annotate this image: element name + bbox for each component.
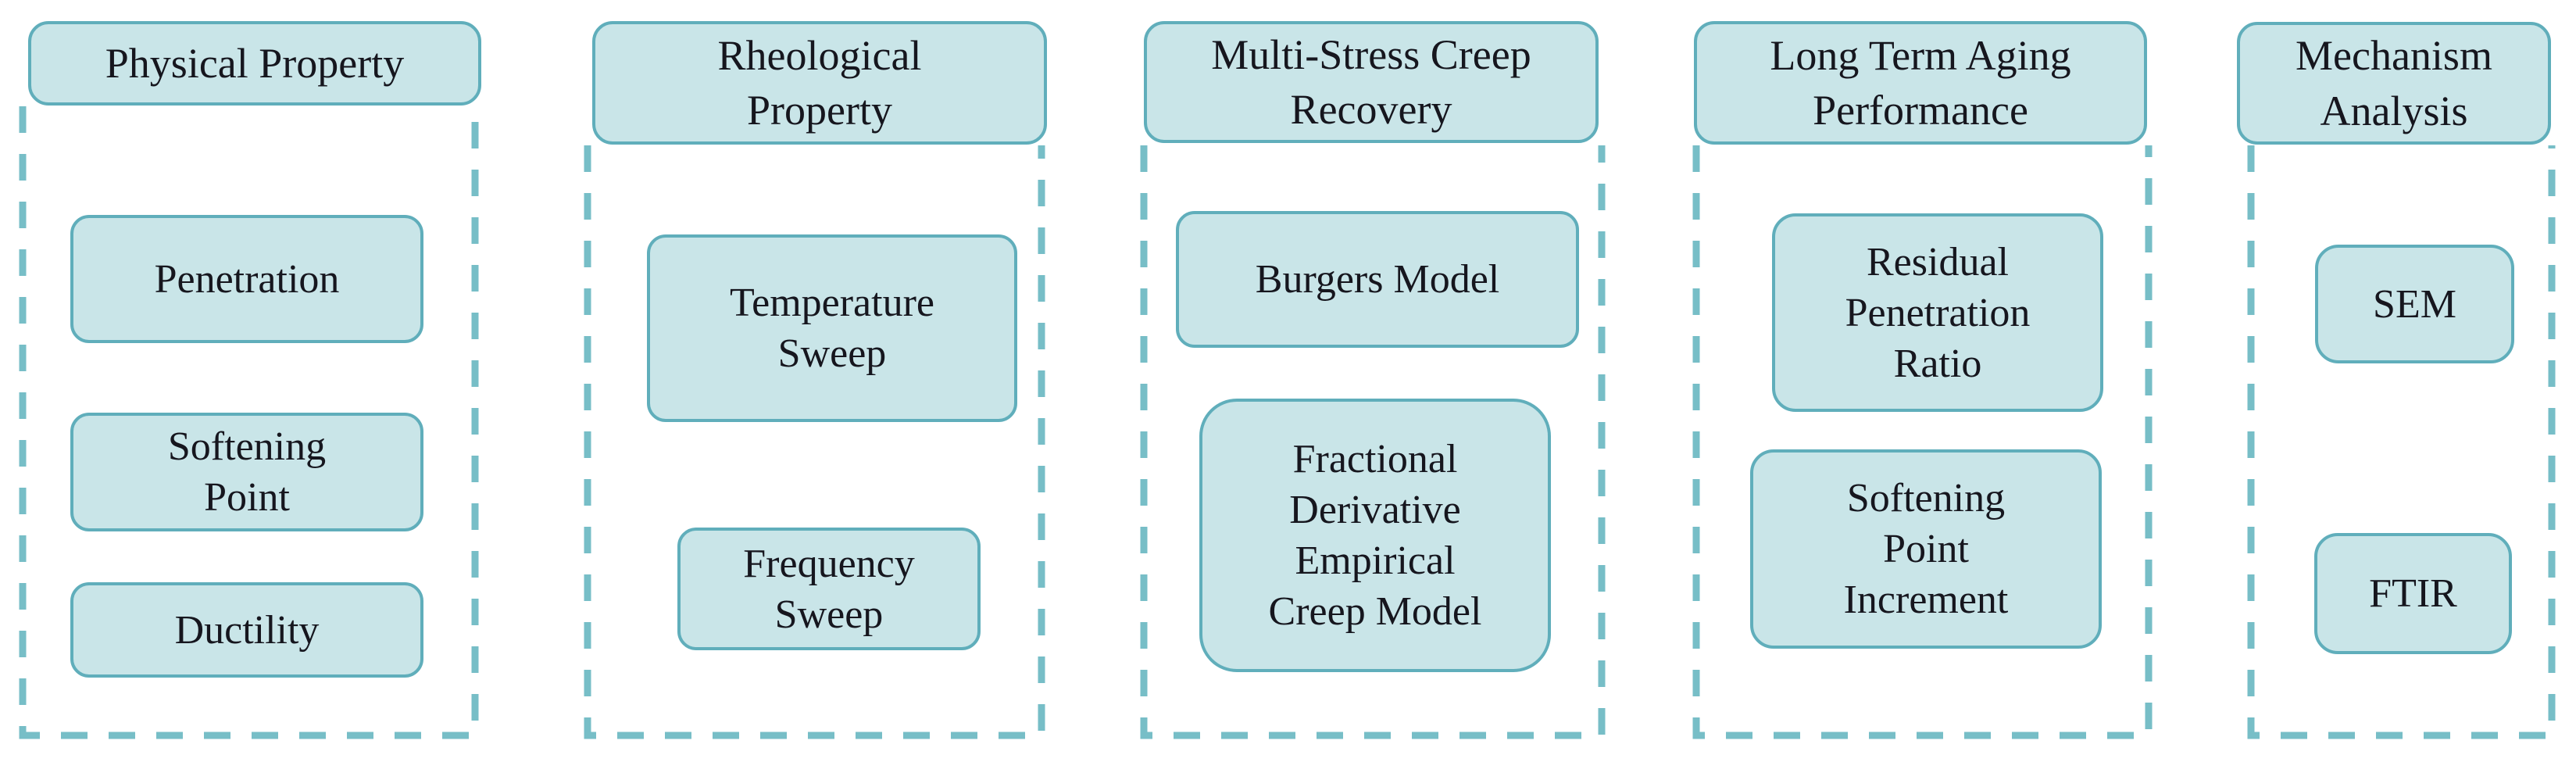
node-fractional-derivative-empirical-creep-model-label: Fractional Derivative Empirical Creep Mo… (1268, 437, 1482, 634)
header-rheological-property-label: Rheological Property (717, 31, 922, 134)
node-penetration-label: Penetration (154, 256, 340, 302)
header-physical-property: Physical Property (28, 21, 481, 106)
header-mechanism-analysis-label: Mechanism Analysis (2296, 32, 2492, 134)
header-physical-property-label: Physical Property (105, 39, 405, 87)
node-frequency-sweep: Frequency Sweep (677, 528, 981, 650)
node-ductility: Ductility (70, 582, 423, 678)
header-multi-stress-creep-recovery: Multi-Stress Creep Recovery (1144, 21, 1599, 143)
node-softening-point-increment-label: Softening Point Increment (1843, 476, 2009, 622)
node-sem-label: SEM (2373, 281, 2456, 327)
node-burgers-model-label: Burgers Model (1255, 257, 1500, 302)
header-rheological-property: Rheological Property (592, 21, 1047, 145)
node-ductility-label: Ductility (174, 607, 320, 653)
node-softening-point-label: Softening Point (167, 424, 327, 520)
dashed-outline-multi-stress-creep-recovery (1140, 145, 1606, 739)
header-long-term-aging-performance: Long Term Aging Performance (1694, 21, 2147, 145)
dashed-outline-rheological-property (584, 145, 1045, 739)
node-sem: SEM (2315, 245, 2514, 363)
node-residual-penetration-ratio-label: Residual Penetration Ratio (1845, 239, 2031, 386)
node-ftir: FTIR (2314, 533, 2512, 654)
node-temperature-sweep: Temperature Sweep (647, 234, 1017, 422)
node-softening-point-increment: Softening Point Increment (1750, 449, 2102, 649)
node-residual-penetration-ratio: Residual Penetration Ratio (1772, 213, 2103, 412)
dashed-outline-long-term-aging-performance (1692, 145, 2153, 739)
header-multi-stress-creep-recovery-label: Multi-Stress Creep Recovery (1211, 30, 1531, 133)
header-long-term-aging-performance-label: Long Term Aging Performance (1770, 31, 2071, 134)
node-temperature-sweep-label: Temperature Sweep (730, 281, 934, 376)
dashed-outline-mechanism-analysis (2247, 145, 2556, 739)
node-softening-point: Softening Point (70, 413, 423, 531)
node-ftir-label: FTIR (2369, 571, 2457, 616)
dashed-outline-physical-property (19, 106, 479, 739)
node-fractional-derivative-empirical-creep-model: Fractional Derivative Empirical Creep Mo… (1199, 399, 1551, 672)
node-penetration: Penetration (70, 215, 423, 343)
node-burgers-model: Burgers Model (1176, 211, 1579, 348)
node-frequency-sweep-label: Frequency Sweep (743, 541, 915, 637)
header-mechanism-analysis: Mechanism Analysis (2237, 22, 2551, 145)
